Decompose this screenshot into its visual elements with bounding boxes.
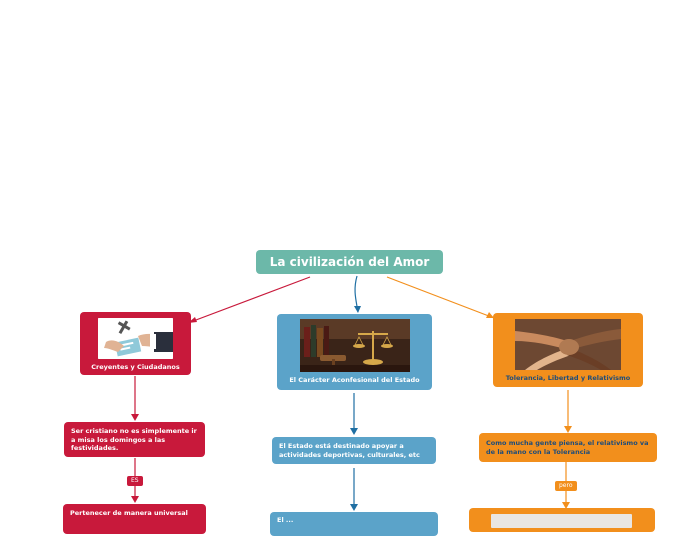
subtopic-label: El ... [277, 516, 294, 524]
subtopic-label: Pertenecer de manera universal [70, 509, 188, 517]
topic-caracter-aconfesional[interactable]: El Carácter Aconfesional del Estado [277, 314, 432, 390]
joined-hands-icon [515, 319, 621, 370]
connector-label-es: ES [127, 476, 143, 486]
praying-hands-cross-icon [98, 318, 173, 359]
subtopic-right-2[interactable] [469, 508, 655, 532]
subtopic-label: El Estado está destinado apoyar a activi… [279, 442, 420, 459]
arrow-right [486, 312, 494, 318]
topic-creyentes-ciudadanos[interactable]: Creyentes y Ciudadanos [80, 312, 191, 375]
subtopic-ser-cristiano[interactable]: Ser cristiano no es simplemente ir a mis… [64, 422, 205, 457]
subtopic-center-2[interactable]: El ... [270, 512, 438, 536]
link-title-left [187, 276, 311, 324]
connector-lines [131, 275, 572, 511]
link-title-right [386, 276, 495, 319]
image-placeholder [491, 514, 632, 528]
topic-label: Tolerancia, Libertad y Relativismo [505, 374, 631, 382]
subtopic-label: Ser cristiano no es simplemente ir a mis… [71, 427, 197, 452]
connector-label-pero: pero [555, 481, 577, 491]
topic-tolerancia-libertad[interactable]: Tolerancia, Libertad y Relativismo [493, 313, 643, 387]
subtopic-label: Como mucha gente piensa, el relativismo … [486, 439, 649, 456]
topic-label: Creyentes y Ciudadanos [91, 363, 180, 371]
subtopic-relativismo-tolerancia[interactable]: Como mucha gente piensa, el relativismo … [479, 433, 657, 462]
arrow-center [354, 306, 361, 313]
central-topic[interactable]: La civilización del Amor [256, 250, 443, 274]
topic-label: El Carácter Aconfesional del Estado [289, 376, 420, 384]
subtopic-pertenecer[interactable]: Pertenecer de manera universal [63, 504, 206, 534]
subtopic-estado-destinado[interactable]: El Estado está destinado apoyar a activi… [272, 437, 436, 464]
scales-of-justice-icon [299, 319, 410, 372]
